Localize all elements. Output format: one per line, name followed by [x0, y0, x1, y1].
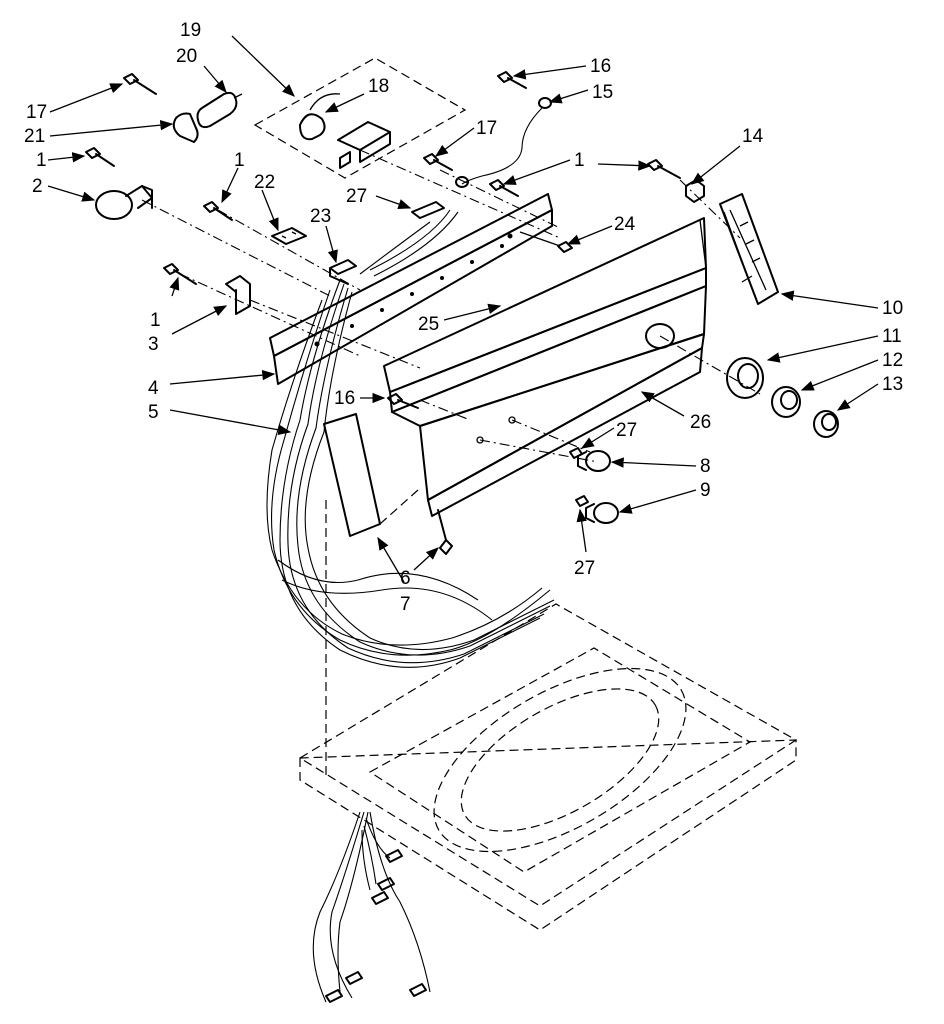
- console-panel-4: [269, 193, 553, 385]
- side-panel-7: [323, 413, 381, 537]
- knob-13: [813, 410, 839, 438]
- screw-17-top-left: [123, 73, 157, 95]
- callout-10: 10: [882, 298, 903, 319]
- screw-6: [437, 509, 453, 555]
- callout-1-lower-left: 1: [150, 310, 161, 331]
- console-housing-25: [383, 217, 707, 427]
- clip-27-lower: [575, 495, 589, 507]
- bracket-22: [271, 227, 307, 245]
- knob-skirt-12: [771, 386, 801, 418]
- screw-16-middle: [387, 393, 419, 409]
- screw-1-lower-left: [163, 263, 197, 285]
- connector-27-top: [411, 201, 445, 219]
- leader-lines: [47, 35, 879, 583]
- clip-14: [685, 179, 705, 203]
- callout-11: 11: [882, 326, 902, 347]
- callout-9: 9: [700, 480, 711, 501]
- callout-5: 5: [148, 402, 159, 423]
- callout-4: 4: [148, 378, 159, 399]
- switch-2: [95, 185, 153, 220]
- console-front-26: [419, 323, 705, 517]
- clip-27-upper: [569, 447, 583, 459]
- callout-14: 14: [742, 126, 764, 147]
- callout-13: 13: [882, 374, 903, 395]
- callout-26: 26: [690, 412, 711, 433]
- callout-3: 3: [148, 334, 159, 355]
- bracket-3: [225, 275, 251, 315]
- callout-18: 18: [368, 76, 389, 97]
- callout-1-middle: 1: [234, 150, 245, 171]
- bezel-11: [726, 357, 764, 399]
- screw-1-left: [85, 147, 115, 167]
- callout-16-middle: 16: [334, 388, 355, 409]
- callout-24: 24: [614, 214, 636, 235]
- callout-27-bottom: 27: [574, 558, 595, 579]
- screw-1-right: [647, 159, 681, 179]
- callout-labels: 19 20 18 17 21 1 2 1 22 23 27 16 15 17 1…: [24, 20, 903, 615]
- connector-23: [329, 259, 357, 285]
- callout-25: 25: [418, 314, 439, 335]
- callout-17-right: 17: [476, 118, 497, 139]
- callout-23: 23: [310, 206, 331, 227]
- kit-outline-19: [253, 57, 467, 179]
- callout-20: 20: [176, 46, 197, 67]
- callout-12: 12: [882, 350, 903, 371]
- screw-24: [519, 231, 573, 253]
- callout-7: 7: [400, 594, 411, 615]
- callout-27-top: 27: [346, 186, 367, 207]
- callout-1-center: 1: [574, 150, 585, 171]
- screw-16-top: [497, 71, 527, 89]
- end-cap-10: [719, 193, 779, 305]
- callout-21: 21: [24, 126, 45, 147]
- callout-15: 15: [592, 82, 613, 103]
- callout-6: 6: [400, 568, 411, 589]
- lower-wire-bundle: [312, 811, 431, 1003]
- washer-top-panel: [298, 603, 798, 931]
- switch-9: [585, 502, 619, 524]
- wire-harness-5: [266, 209, 555, 668]
- callout-27-middle: 27: [616, 420, 637, 441]
- callout-1-top-left: 1: [36, 150, 47, 171]
- screw-17-top-right: [423, 153, 453, 171]
- callout-22: 22: [254, 172, 275, 193]
- callout-19: 19: [180, 20, 201, 41]
- screw-1-middle: [203, 201, 233, 221]
- callout-2: 2: [32, 176, 43, 197]
- ground-wire-15: [455, 97, 552, 188]
- callout-17-left: 17: [26, 102, 47, 123]
- screw-1-center: [489, 179, 519, 197]
- callout-8: 8: [700, 456, 711, 477]
- capacitor-20: [196, 91, 243, 129]
- callout-16-top: 16: [590, 56, 611, 77]
- clamp-21: [172, 112, 199, 143]
